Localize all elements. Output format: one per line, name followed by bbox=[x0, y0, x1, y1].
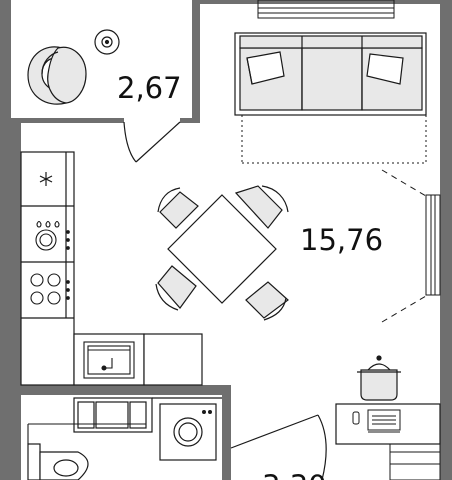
top-wall-segment bbox=[200, 0, 250, 4]
window-top bbox=[257, 0, 395, 19]
top-right-wall bbox=[400, 0, 452, 4]
balcony-bottom-wall-right bbox=[180, 118, 200, 123]
window-swing bbox=[381, 169, 427, 323]
washing-machine-icon bbox=[159, 403, 217, 461]
right-wall bbox=[440, 0, 452, 480]
window-right bbox=[425, 194, 441, 296]
vent-icon bbox=[94, 29, 120, 55]
balcony-door-icon bbox=[123, 121, 181, 163]
window-top-wall bbox=[250, 0, 400, 4]
bathroom-fixtures bbox=[27, 423, 146, 444]
pot-icon bbox=[357, 355, 401, 401]
stove-icon bbox=[30, 273, 70, 305]
armchair-icon bbox=[27, 46, 87, 105]
fridge-icon bbox=[39, 172, 53, 186]
phone-icon bbox=[352, 411, 360, 425]
bathroom-right-wall bbox=[222, 385, 231, 480]
sofa-bed-outline bbox=[241, 115, 427, 164]
balcony-left-wall bbox=[0, 0, 11, 122]
hob-icon bbox=[35, 220, 70, 251]
window-bottom-right bbox=[389, 439, 441, 480]
dining-set-icon bbox=[155, 185, 289, 321]
sink-icon bbox=[83, 341, 135, 379]
balcony-area-label: 2,67 bbox=[117, 71, 182, 105]
bathroom-top-wall bbox=[21, 385, 231, 395]
balcony-right-wall bbox=[192, 0, 200, 122]
bathroom-area-label: 3,30 bbox=[262, 469, 327, 480]
balcony-bottom-wall bbox=[0, 118, 124, 123]
sofa-icon bbox=[234, 32, 427, 116]
kitchen-counter bbox=[20, 151, 75, 386]
main-left-wall bbox=[0, 122, 21, 480]
living-area-label: 15,76 bbox=[300, 223, 383, 257]
sink-counter bbox=[73, 333, 203, 386]
bathroom-door-icon bbox=[230, 414, 327, 480]
bathroom-shelf bbox=[73, 397, 222, 433]
laptop-icon bbox=[367, 409, 401, 433]
toilet-icon bbox=[27, 443, 89, 480]
